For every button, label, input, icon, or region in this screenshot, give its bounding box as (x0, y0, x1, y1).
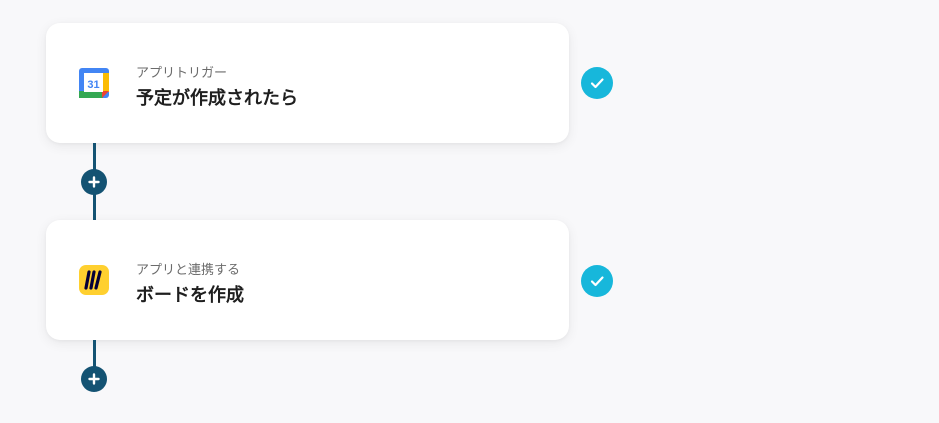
add-step-button[interactable] (81, 366, 107, 392)
miro-icon (78, 264, 110, 296)
action-step-card[interactable]: アプリと連携する ボードを作成 (46, 220, 569, 340)
trigger-step-card[interactable]: 31 アプリトリガー 予定が作成されたら (46, 23, 569, 143)
plus-icon (88, 370, 100, 389)
check-icon (581, 265, 613, 297)
step-subtitle: アプリトリガー (136, 66, 228, 81)
calendar-date-text: 31 (87, 79, 99, 91)
step-title: ボードを作成 (136, 285, 244, 306)
step-title: 予定が作成されたら (136, 88, 298, 109)
google-calendar-icon: 31 (78, 67, 110, 99)
add-step-button[interactable] (81, 169, 107, 195)
plus-icon (88, 173, 100, 192)
step-subtitle: アプリと連携する (136, 263, 241, 278)
check-icon (581, 67, 613, 99)
flow-connector (93, 340, 96, 370)
